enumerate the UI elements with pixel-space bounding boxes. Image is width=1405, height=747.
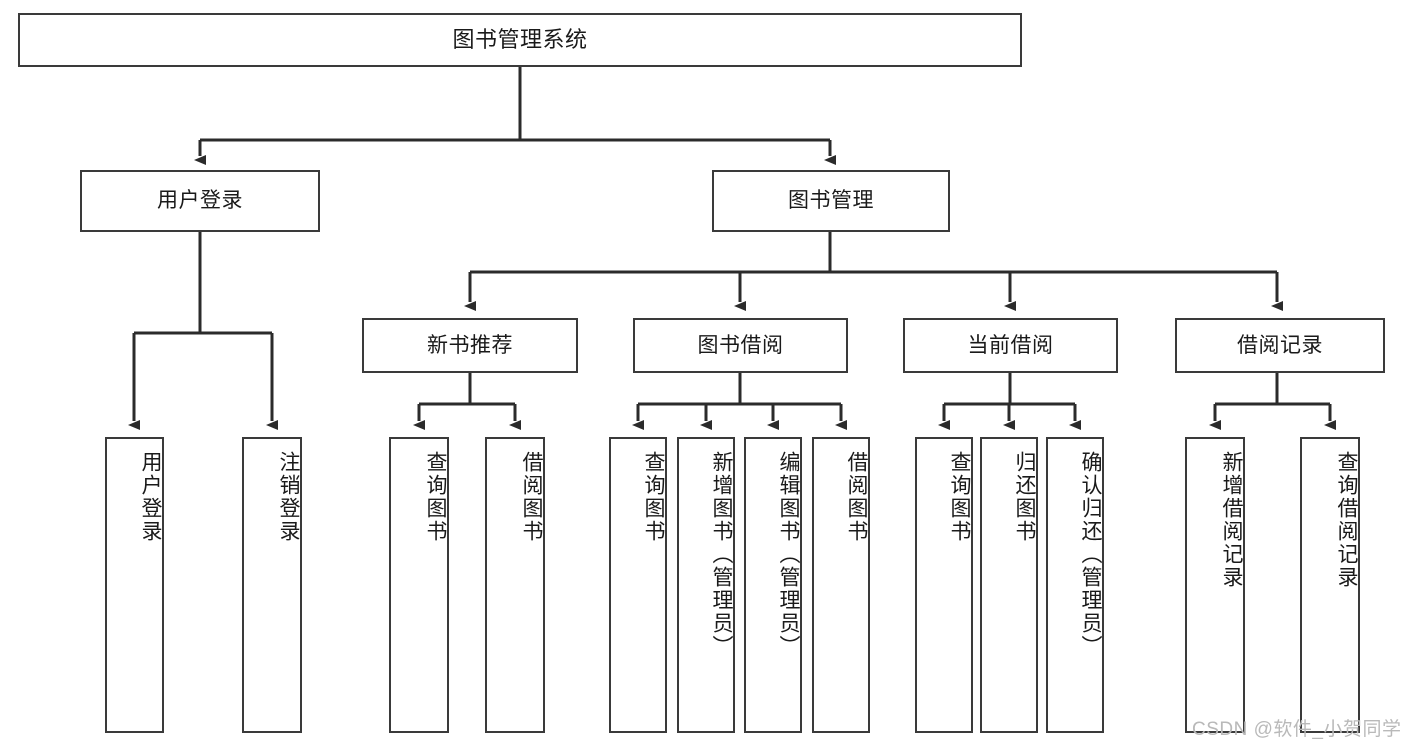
node-label: 用户登录 bbox=[139, 451, 162, 543]
leaf-query-book-2[interactable]: 查询图书 bbox=[609, 437, 667, 733]
node-borrow-record[interactable]: 借阅记录 bbox=[1175, 318, 1385, 373]
leaf-add-book[interactable]: 新增图书（管理员） bbox=[677, 437, 735, 733]
node-new-book-recommend[interactable]: 新书推荐 bbox=[362, 318, 578, 373]
node-current-borrow[interactable]: 当前借阅 bbox=[903, 318, 1118, 373]
node-label: 新增图书（管理员） bbox=[710, 451, 733, 658]
node-label: 确认归还（管理员） bbox=[1079, 451, 1102, 658]
node-label: 借阅记录 bbox=[1237, 333, 1323, 357]
node-label: 当前借阅 bbox=[967, 333, 1054, 357]
node-label: 归还图书 bbox=[1013, 451, 1036, 543]
leaf-return-book[interactable]: 归还图书 bbox=[980, 437, 1038, 733]
node-label: 新增借阅记录 bbox=[1220, 451, 1243, 589]
leaf-confirm-return[interactable]: 确认归还（管理员） bbox=[1046, 437, 1104, 733]
leaf-add-record[interactable]: 新增借阅记录 bbox=[1185, 437, 1245, 733]
node-label: 图书借阅 bbox=[697, 333, 784, 357]
leaf-borrow-book-1[interactable]: 借阅图书 bbox=[485, 437, 545, 733]
node-label: 借阅图书 bbox=[520, 451, 543, 543]
leaf-query-book-3[interactable]: 查询图书 bbox=[915, 437, 973, 733]
leaf-logout-login[interactable]: 注销登录 bbox=[242, 437, 302, 733]
node-label: 查询图书 bbox=[642, 451, 665, 543]
leaf-edit-book[interactable]: 编辑图书（管理员） bbox=[744, 437, 802, 733]
node-label: 图书管理 bbox=[788, 189, 874, 213]
node-label: 新书推荐 bbox=[427, 333, 513, 357]
node-label: 编辑图书（管理员） bbox=[777, 451, 800, 658]
node-label: 用户登录 bbox=[157, 189, 243, 213]
node-label: 查询图书 bbox=[948, 451, 971, 543]
node-label: 借阅图书 bbox=[845, 451, 868, 543]
node-user-login[interactable]: 用户登录 bbox=[80, 170, 320, 232]
node-label: 图书管理系统 bbox=[452, 26, 588, 52]
leaf-user-login[interactable]: 用户登录 bbox=[105, 437, 164, 733]
leaf-query-record[interactable]: 查询借阅记录 bbox=[1300, 437, 1360, 733]
watermark: CSDN @软件_小贺同学 bbox=[1192, 719, 1402, 740]
node-label: 查询图书 bbox=[424, 451, 447, 543]
node-label: 查询借阅记录 bbox=[1335, 451, 1358, 589]
leaf-query-book-1[interactable]: 查询图书 bbox=[389, 437, 449, 733]
node-book-management[interactable]: 图书管理 bbox=[712, 170, 950, 232]
node-book-borrow[interactable]: 图书借阅 bbox=[633, 318, 848, 373]
node-label: 注销登录 bbox=[277, 451, 300, 543]
node-root[interactable]: 图书管理系统 bbox=[18, 13, 1022, 67]
leaf-borrow-book-2[interactable]: 借阅图书 bbox=[812, 437, 870, 733]
